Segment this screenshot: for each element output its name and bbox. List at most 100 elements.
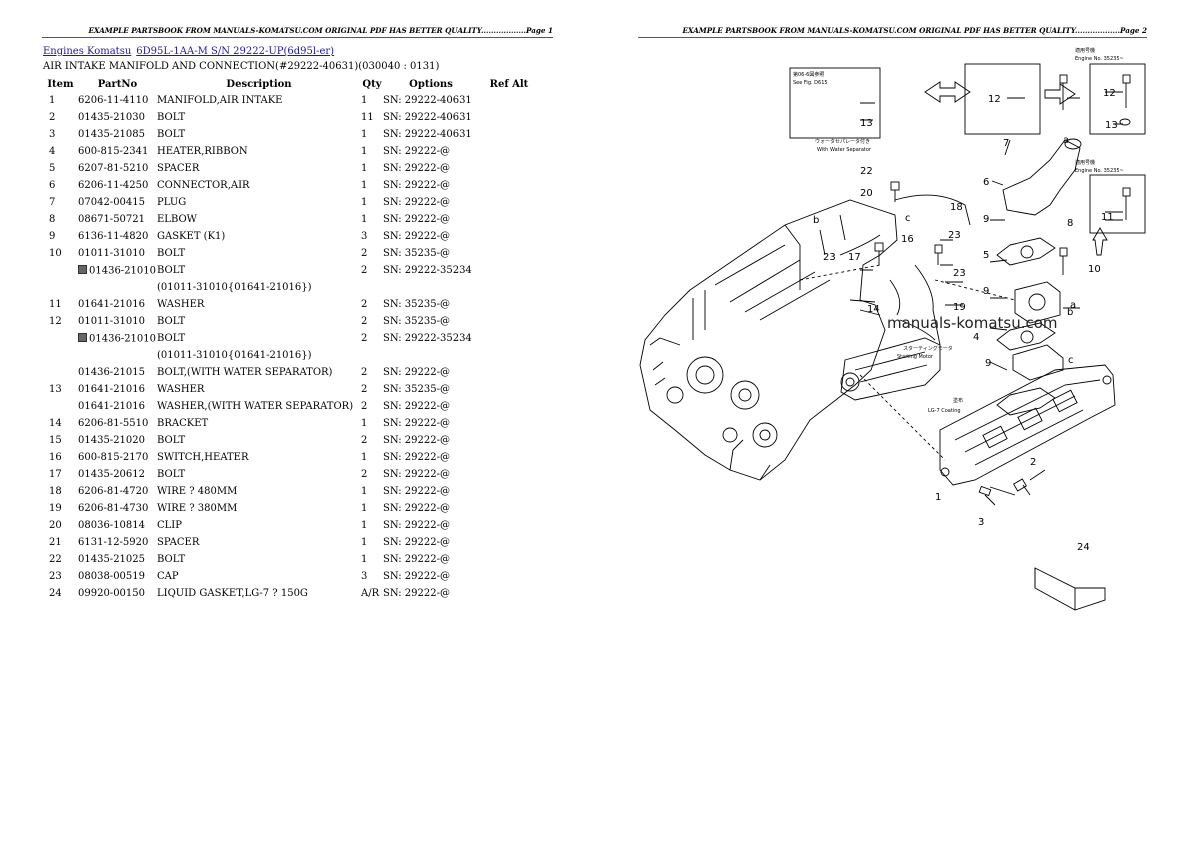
cell-partno-text: 01641-21016	[78, 299, 146, 310]
cell-description: BRACKET	[157, 415, 361, 432]
cell-qty: 2	[361, 330, 383, 347]
cell-item: 21	[43, 534, 78, 551]
cell-options-text: SN: 35235-@	[383, 299, 450, 310]
callout-label: 19	[953, 302, 966, 313]
cell-options-text: SN: 35235-@	[383, 316, 450, 327]
cell-options: SN: 35235-@	[383, 245, 479, 262]
cell-description-text: WASHER	[157, 299, 205, 310]
cell-item: 20	[43, 517, 78, 534]
cell-refalt	[479, 585, 539, 602]
cell-item: 2	[43, 109, 78, 126]
cell-qty: A/R	[361, 585, 383, 602]
cell-description: WASHER,(WITH WATER SEPARATOR)	[157, 398, 361, 415]
cell-item-text: 12	[49, 316, 62, 327]
cell-description: GASKET (K1)	[157, 228, 361, 245]
cell-options-text: SN: 29222-@	[383, 537, 450, 548]
cell-item-text: 14	[49, 418, 62, 429]
cell-qty	[361, 279, 383, 296]
cell-refalt	[479, 466, 539, 483]
cell-refalt	[479, 109, 539, 126]
cell-partno: 01435-21020	[78, 432, 157, 449]
breadcrumb-link-model[interactable]: 6D95L-1AA-M S/N 29222-UP(6d95l-er)	[136, 46, 335, 57]
cell-options-text: SN: 29222-@	[383, 486, 450, 497]
cell-qty-text: 2	[361, 367, 368, 378]
cell-refalt	[479, 330, 539, 347]
cell-partno: 01641-21016	[78, 296, 157, 313]
cell-refalt	[479, 534, 539, 551]
cell-description: PLUG	[157, 194, 361, 211]
cell-description-text: LIQUID GASKET,LG-7 ? 150G	[157, 588, 308, 599]
breadcrumb-link-engines[interactable]: Engines Komatsu	[43, 46, 132, 57]
cell-qty-text: 1	[361, 520, 368, 531]
box-note-see-fig: See Fig. D615	[793, 80, 828, 86]
cell-refalt	[479, 381, 539, 398]
cell-options: SN: 29222-@	[383, 585, 479, 602]
cell-options: SN: 29222-@	[383, 211, 479, 228]
cell-description: WASHER	[157, 296, 361, 313]
cell-description-text: BOLT	[157, 112, 186, 123]
cell-item-text: 1	[49, 95, 56, 106]
cell-qty-text: 1	[361, 214, 368, 225]
cell-item: 14	[43, 415, 78, 432]
cell-options	[383, 279, 479, 296]
callout-label: 14	[867, 304, 880, 315]
cell-item-text: 10	[49, 248, 62, 259]
cell-refalt	[479, 500, 539, 517]
engine-no-note: Engine No. 35235~	[1075, 56, 1124, 62]
cell-qty-text: 2	[361, 265, 368, 276]
cell-options: SN: 29222-@	[383, 143, 479, 160]
cell-description: SPACER	[157, 160, 361, 177]
cell-item	[43, 364, 78, 381]
col-header-refalt: Ref Alt	[489, 79, 529, 90]
cell-item	[43, 347, 78, 364]
cell-refalt	[479, 245, 539, 262]
cell-qty-text: 3	[361, 231, 368, 242]
cell-partno-text: 01641-21016	[78, 401, 146, 412]
cell-qty-text: 1	[361, 486, 368, 497]
cell-qty: 1	[361, 143, 383, 160]
callout-label: 6	[983, 177, 989, 188]
cell-partno: 01436-21015	[78, 364, 157, 381]
cell-options-text: SN: 29222-@	[383, 197, 450, 208]
cell-refalt	[479, 415, 539, 432]
cell-description: BOLT,(WITH WATER SEPARATOR)	[157, 364, 361, 381]
callout-label: 7	[1003, 138, 1009, 149]
callout-label: 8	[1067, 218, 1073, 229]
callout-label: 16	[901, 234, 914, 245]
callout-label: 23	[953, 268, 966, 279]
callout-label: 12	[1103, 88, 1116, 99]
cell-partno-text: 6136-11-4820	[78, 231, 149, 242]
cell-partno	[78, 347, 157, 364]
cell-options-text: SN: 29222-@	[383, 401, 450, 412]
cell-item: 6	[43, 177, 78, 194]
cell-refalt	[479, 160, 539, 177]
alternate-part-icon	[78, 332, 87, 342]
callout-label: 18	[950, 202, 963, 213]
cell-refalt	[479, 483, 539, 500]
cell-refalt	[479, 347, 539, 364]
cell-qty: 3	[361, 228, 383, 245]
cell-qty-text: 2	[361, 435, 368, 446]
reference-letter: c	[905, 213, 911, 224]
cell-qty	[361, 347, 383, 364]
cell-options-text: SN: 35235-@	[383, 384, 450, 395]
cell-qty: 1	[361, 534, 383, 551]
callout-label: 23	[823, 252, 836, 263]
cell-description: HEATER,RIBBON	[157, 143, 361, 160]
cell-options: SN: 29222-@	[383, 398, 479, 415]
cell-qty-text: 2	[361, 299, 368, 310]
cell-qty-text: 2	[361, 469, 368, 480]
engine-note-jp: 適用号機	[1075, 47, 1095, 54]
cell-qty: 1	[361, 126, 383, 143]
col-header-partno: PartNo	[97, 79, 138, 90]
caption-jp: ウォータセパレータ付き	[815, 138, 870, 145]
starting-motor-label: Starting Motor	[897, 354, 934, 360]
cell-item: 7	[43, 194, 78, 211]
